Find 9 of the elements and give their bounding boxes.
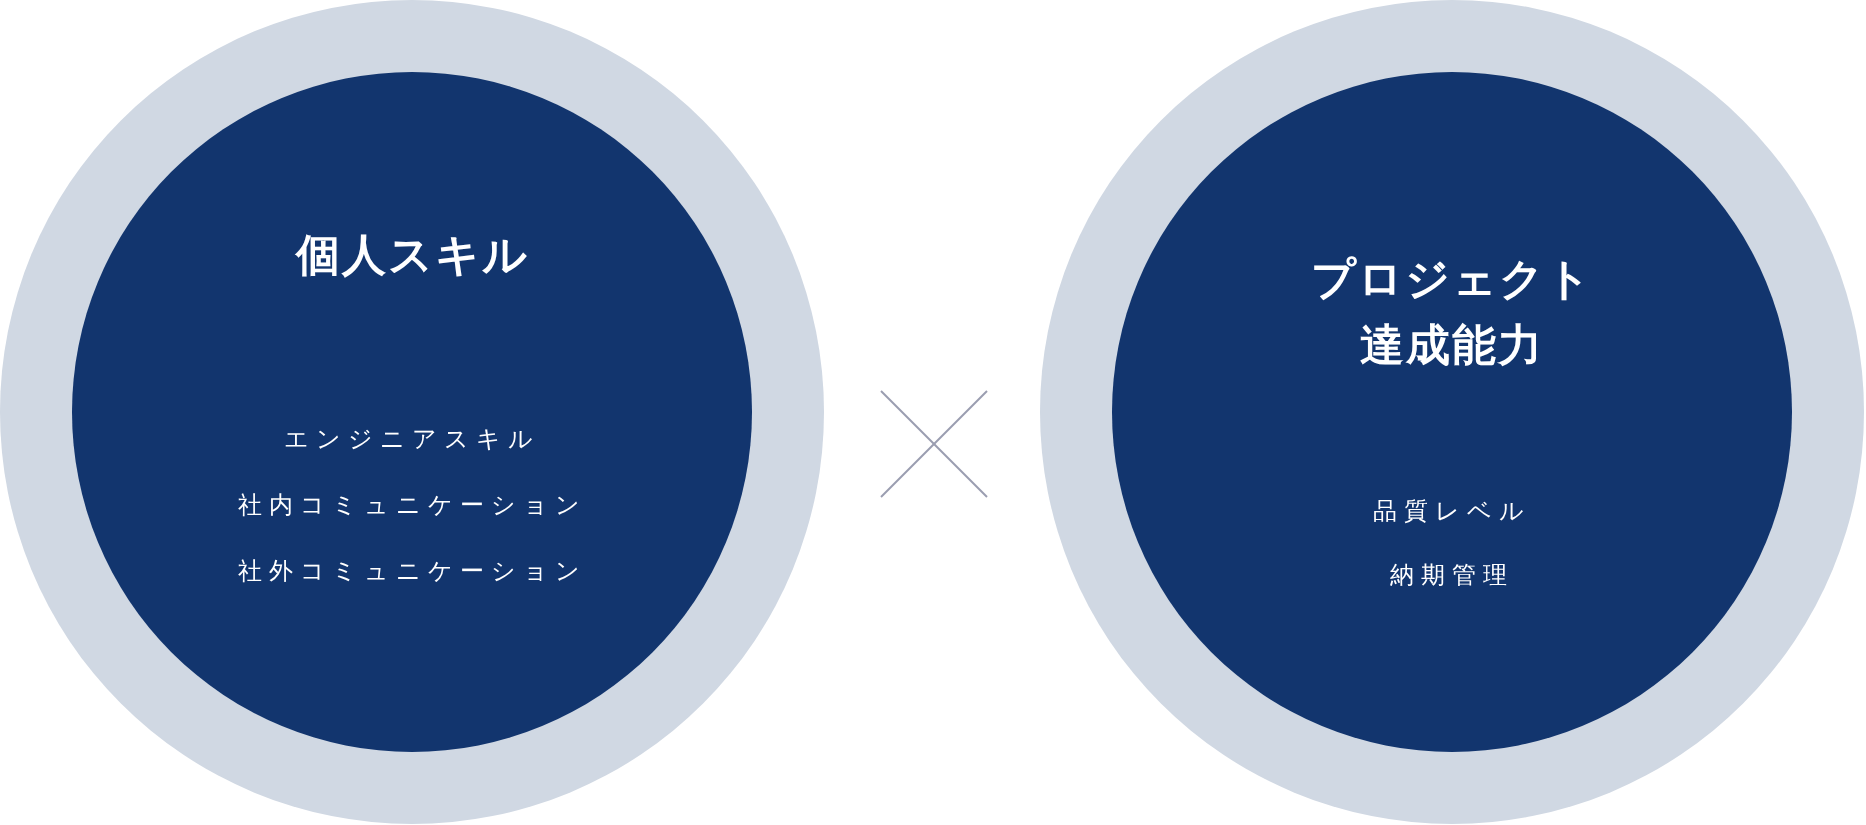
skill-item: 社内コミュニケーション [236,490,588,521]
skill-item: エンジニアスキル [283,424,541,455]
skill-item: 納期管理 [1389,560,1515,591]
skill-circle [0,0,824,824]
circle-heading: 個人スキル [294,228,530,282]
circle-heading: プロジェクト達成能力 [1310,252,1594,372]
skill-item: 品質レベル [1372,496,1532,527]
skill-item: 社外コミュニケーション [236,556,588,587]
skill-circle [1040,0,1864,824]
